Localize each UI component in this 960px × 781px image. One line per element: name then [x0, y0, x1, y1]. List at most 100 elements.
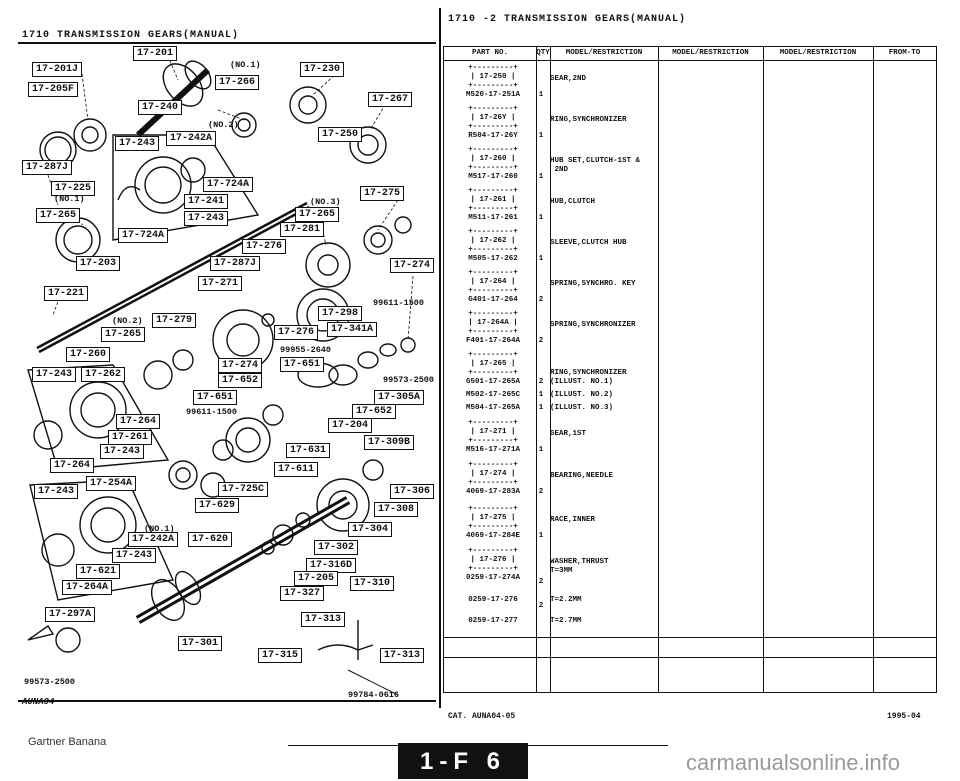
illustration-note: (NO.1) [54, 194, 85, 204]
callout-label: 17-204 [328, 418, 373, 433]
part-number: R504-17-26Y [468, 132, 518, 140]
ref-box: +---------+| 17-276 |+---------+ [468, 547, 518, 573]
callout-label: 17-242A [128, 532, 179, 547]
description: SLEEVE,CLUTCH HUB [550, 239, 627, 247]
description: RING,SYNCHRONIZER (ILLUST. NO.1) [550, 369, 627, 386]
part-number: 4069-17-283A [465, 488, 520, 496]
illustration-note: (NO.1) [144, 524, 175, 534]
description: (ILLUST. NO.2) [550, 391, 614, 399]
callout-label: 17-230 [300, 62, 345, 77]
description: GEAR,1ST [550, 430, 587, 438]
callout-label: 17-265 [101, 327, 146, 342]
illustration-note: (NO.3) [310, 197, 341, 207]
callout-label: 17-266 [215, 75, 260, 90]
callout-label: 17-243 [32, 367, 77, 382]
callout-label: 17-201J [32, 62, 83, 77]
callout-label: 17-302 [314, 540, 359, 555]
page-header-right: 1710 -2 TRANSMISSION GEARS(MANUAL) [448, 14, 687, 25]
part-number: 4069-17-284E [465, 532, 520, 540]
ref-box: +---------+| 17-250 |+---------+ [468, 64, 518, 90]
description: RACE,INNER [550, 516, 596, 524]
callout-label: 17-274 [390, 258, 435, 273]
parts-table: PART NO. QTY MODEL/RESTRICTION MODEL/RES… [443, 46, 937, 693]
callout-label: 17-725C [218, 482, 269, 497]
part-code: 99611-1500 [186, 407, 238, 417]
column-line [763, 47, 764, 692]
quantity: 1 [538, 391, 544, 399]
callout-label: 17-724A [203, 177, 254, 192]
callout-label: 17-275 [360, 186, 405, 201]
page-header-left: 1710 TRANSMISSION GEARS(MANUAL) [22, 30, 240, 41]
description: GEAR,2ND [550, 75, 587, 83]
callout-label: 17-611 [274, 462, 319, 477]
column-header: MODEL/RESTRICTION [565, 49, 643, 57]
table-lower-rule [444, 637, 936, 638]
callout-label: 17-297A [45, 607, 96, 622]
illustration-note: (NO.2) [112, 316, 143, 326]
callout-label: 17-276 [274, 325, 319, 340]
part-number: M505-17-262 [468, 255, 518, 263]
callout-label: 17-242A [166, 131, 217, 146]
callout-label: 17-305A [374, 390, 425, 405]
callout-label: 17-287J [210, 256, 261, 271]
callout-label: 17-341A [327, 322, 378, 337]
callout-label: 17-310 [350, 576, 395, 591]
part-code: 99573-2500 [24, 677, 76, 687]
quantity: 1 [538, 91, 544, 99]
callout-label: 17-281 [280, 222, 325, 237]
column-header: FROM-TO [888, 49, 921, 57]
column-header: QTY [536, 49, 550, 57]
part-number: F401-17-264A [465, 337, 520, 345]
callout-label: 17-651 [280, 357, 325, 372]
catalog-date: 1995-04 [887, 712, 921, 721]
callout-label: 17-240 [138, 100, 183, 115]
part-number: G401-17-264 [468, 296, 518, 304]
quantity: 2 [538, 337, 544, 345]
callout-label: 17-276 [242, 239, 287, 254]
part-code: 99611-1500 [373, 298, 425, 308]
quantity: 2 [538, 378, 544, 386]
callout-label: 17-254A [86, 476, 137, 491]
quantity: 2 [538, 488, 544, 496]
quantity: 2 [538, 296, 544, 304]
callout-label: 17-243 [115, 136, 160, 151]
part-code: 99573-2500 [383, 375, 435, 385]
description: (ILLUST. NO.3) [550, 404, 614, 412]
callout-label: 17-298 [318, 306, 363, 321]
callout-label: 17-651 [193, 390, 238, 405]
callout-label: 17-327 [280, 586, 325, 601]
description: T=2.2MM [550, 596, 582, 604]
column-line [536, 47, 537, 692]
part-code: 99955-2640 [280, 345, 332, 355]
part-number: G501-17-265A [465, 378, 520, 386]
ref-box: +---------+| 17-261 |+---------+ [468, 187, 518, 213]
part-code: 99784-0616 [348, 690, 400, 700]
diagram-bottom-rule [18, 700, 436, 702]
callout-label: 17-631 [286, 443, 331, 458]
watermark-text: Gartner Banana [28, 736, 107, 748]
callout-label: 17-203 [76, 256, 121, 271]
part-number: 0259-17-276 [468, 596, 518, 604]
ref-box: +---------+| 17-275 |+---------+ [468, 505, 518, 531]
column-header: MODEL/RESTRICTION [779, 49, 857, 57]
footer-rule-left [288, 745, 398, 746]
column-line [873, 47, 874, 692]
callout-label: 17-287J [22, 160, 73, 175]
callout-label: 17-264A [62, 580, 113, 595]
callout-label: 17-250 [318, 127, 363, 142]
callout-label: 17-315 [258, 648, 303, 663]
description: BEARING,NEEDLE [550, 472, 614, 480]
quantity: 2 [538, 578, 544, 586]
quantity: 1 [538, 132, 544, 140]
ref-box: +---------+| 17-264A |+---------+ [468, 310, 518, 336]
page-number-tab: 1-F 6 [398, 743, 528, 779]
callout-label: 17-304 [348, 522, 393, 537]
description: HUB SET,CLUTCH-1ST & 2ND [550, 157, 641, 174]
description: SPRING,SYNCHRONIZER [550, 321, 636, 329]
callout-label: 17-267 [368, 92, 413, 107]
column-line [550, 47, 551, 692]
callout-label: 17-243 [184, 211, 229, 226]
callout-label: 17-652 [352, 404, 397, 419]
quantity: 2 [538, 602, 544, 610]
ref-box: +---------+| 17-265 |+---------+ [468, 351, 518, 377]
